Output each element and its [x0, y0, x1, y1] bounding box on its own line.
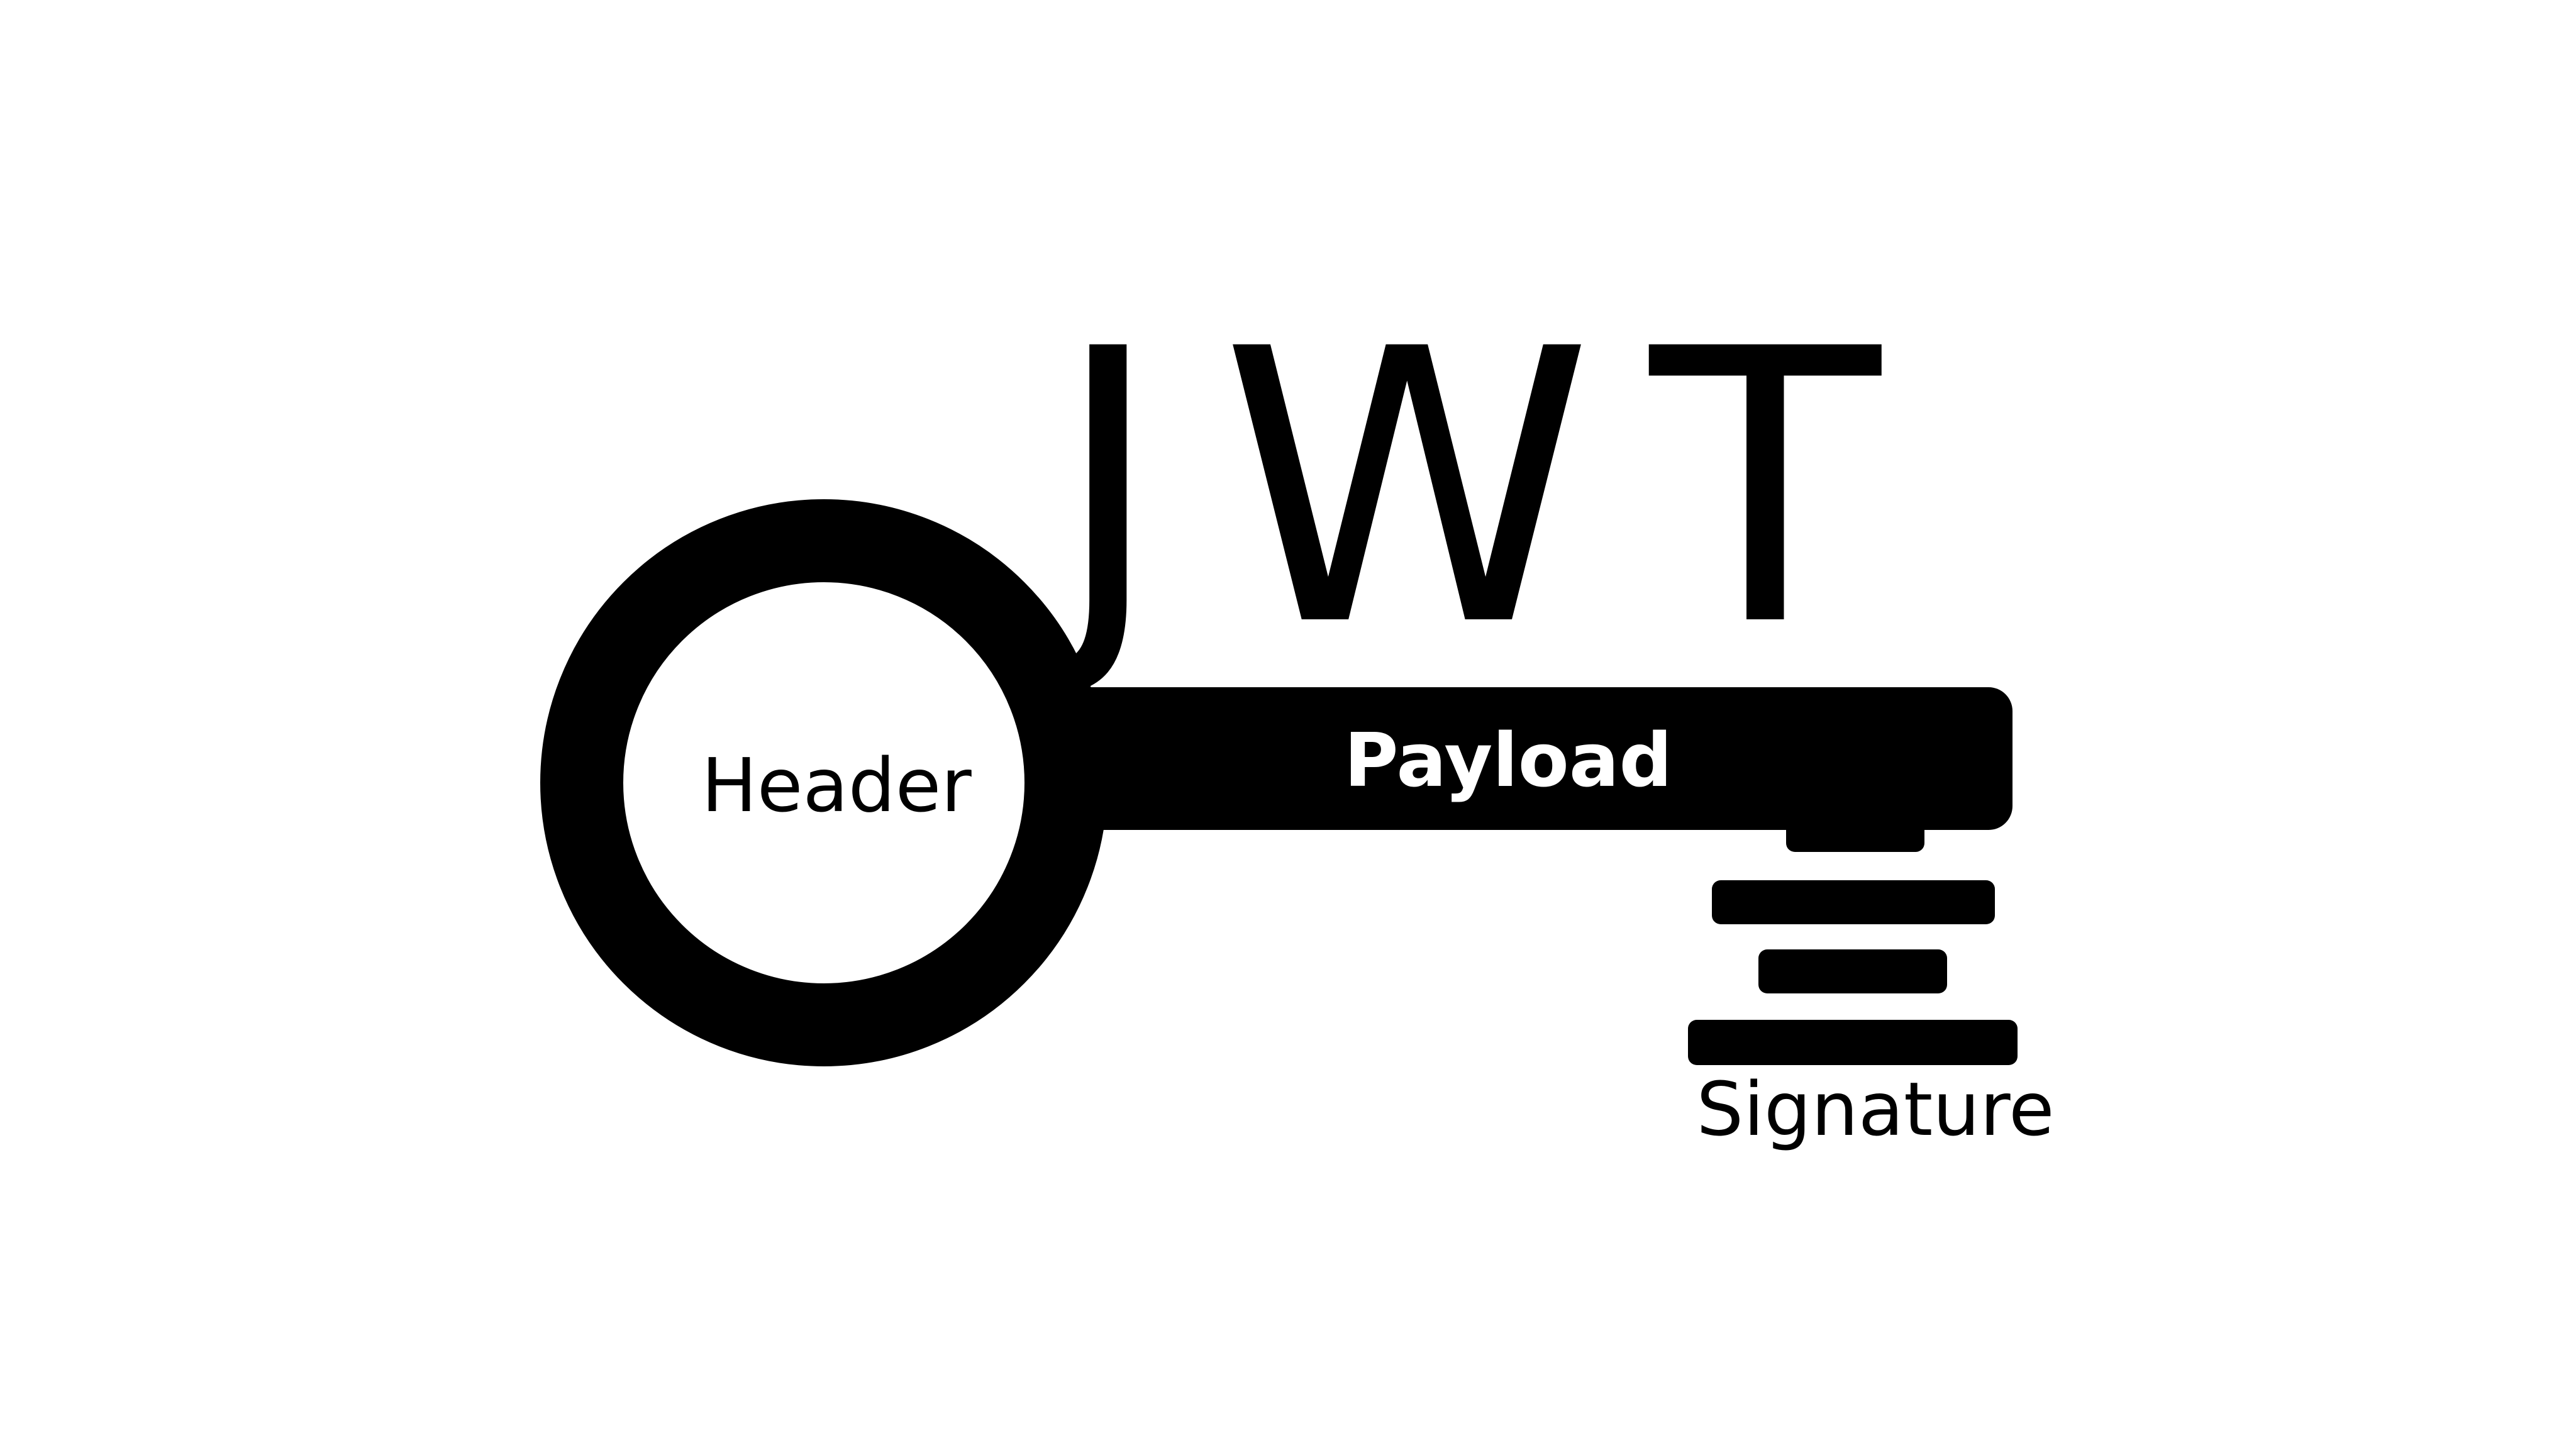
key-shaft	[1031, 687, 2012, 830]
header-label: Header	[701, 742, 972, 829]
key-tooth-2	[1712, 880, 1995, 924]
signature-label: Signature	[1696, 1066, 2054, 1152]
diagram-title: JWT	[1029, 269, 1937, 709]
key-tooth-4	[1688, 1020, 2018, 1065]
key-tooth-3	[1758, 949, 1947, 993]
key-tooth-1	[1786, 817, 1924, 852]
payload-label: Payload	[1344, 717, 1672, 804]
